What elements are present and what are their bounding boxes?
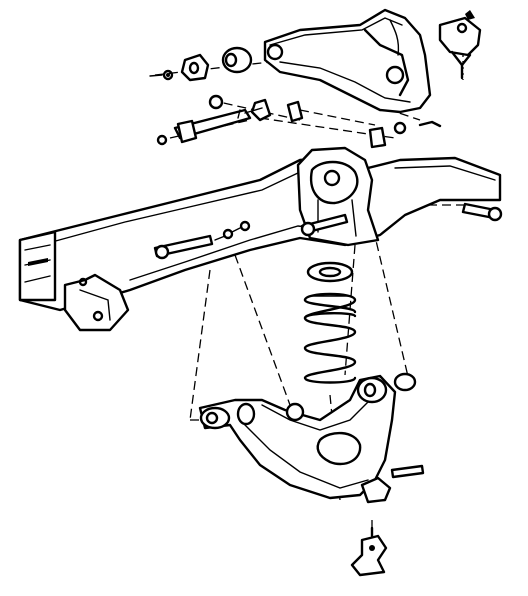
lower-ball-joint: [350, 476, 392, 577]
mounting-bolts: [153, 202, 503, 479]
frame-rail: [18, 156, 502, 312]
coil-spring: [303, 292, 357, 384]
lower-control-arm: [198, 372, 417, 500]
upper-bushings: [149, 46, 442, 149]
upper-pivot-shaft: [156, 107, 263, 146]
upper-control-arm: [263, 8, 432, 114]
upper-ball-joint: [438, 10, 482, 80]
spring-insulator: [306, 261, 354, 283]
frame-bracket: [63, 273, 130, 332]
